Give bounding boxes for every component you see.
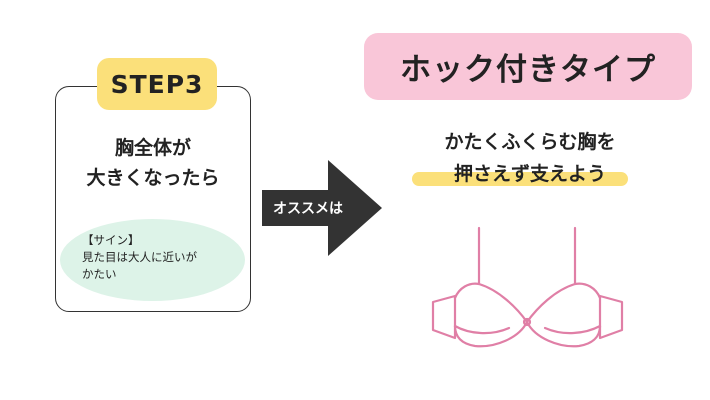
sign-text: 【サイン】 見た目は大人に近いが かたい (82, 232, 252, 283)
card-title-line-1: 胸全体が (114, 137, 191, 159)
arrow-label: オススメは (273, 201, 343, 217)
sign-line-1: 見た目は大人に近いが (82, 250, 197, 264)
description-line-2: 押さえず支えよう (453, 163, 606, 185)
description-line-1: かたくふくらむ胸を (444, 131, 616, 153)
card-title: 胸全体が 大きくなったら (55, 133, 251, 193)
right-arrow-icon (262, 160, 382, 256)
sign-bubble (60, 219, 245, 301)
sign-line-2: かたい (82, 267, 117, 281)
type-title: ホック付きタイプ (364, 33, 692, 100)
bra-icon (431, 226, 624, 348)
card-title-line-2: 大きくなったら (86, 167, 220, 189)
sign-heading: 【サイン】 (82, 233, 140, 247)
text-highlight (412, 172, 628, 186)
step-badge: STEP3 (97, 58, 217, 110)
